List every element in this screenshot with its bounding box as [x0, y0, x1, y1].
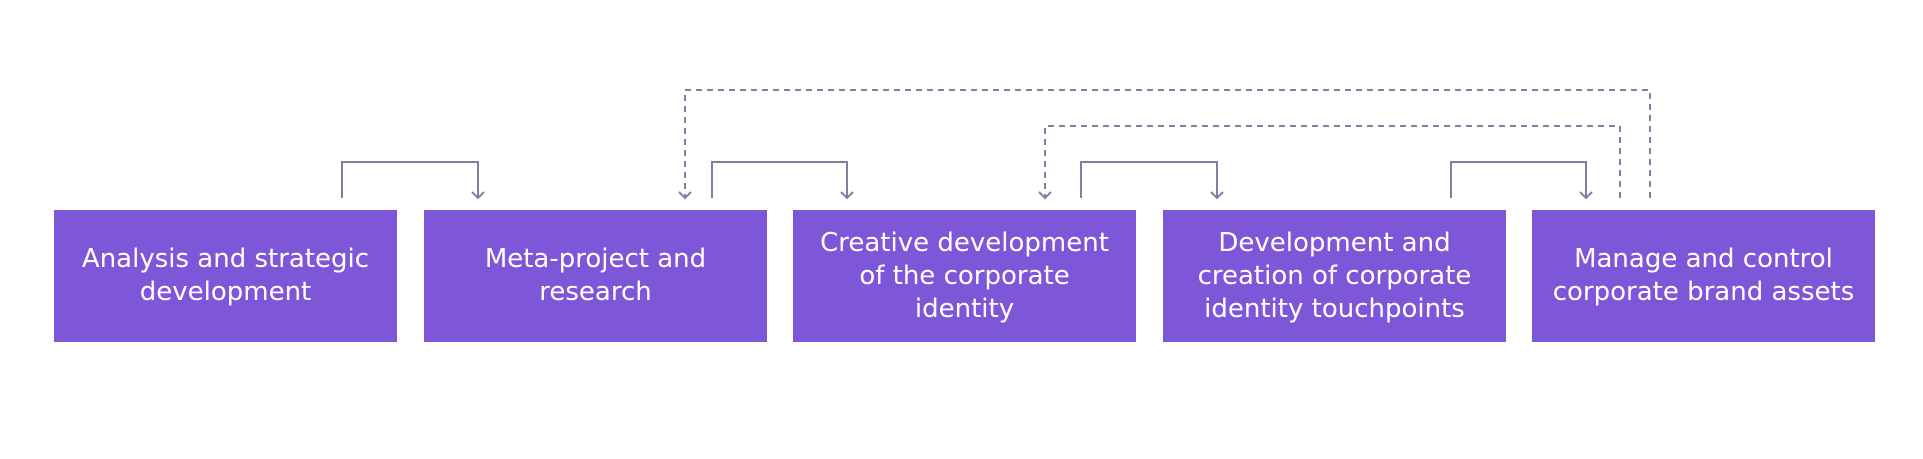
stage-box-brand-assets: Manage and control corporate brand asset… [1532, 210, 1875, 342]
stage-label: Development and creation of corporate id… [1197, 227, 1472, 324]
connector-3-to-4 [1080, 161, 1224, 200]
stage-box-analysis: Analysis and strategic development [54, 210, 397, 342]
stage-box-touchpoints: Development and creation of corporate id… [1163, 210, 1506, 342]
stage-box-meta-project: Meta-project and research [424, 210, 767, 342]
stage-label: Manage and control corporate brand asset… [1552, 244, 1855, 307]
connector-1-to-2 [341, 161, 485, 200]
feedback-connector-5-to-3 [1038, 125, 1621, 200]
feedback-connector-5-to-2 [678, 89, 1651, 200]
stage-label: Analysis and strategic development [81, 244, 370, 307]
stage-box-creative-development: Creative development of the corporate id… [793, 210, 1136, 342]
connector-4-to-5 [1450, 161, 1593, 200]
connector-2-to-3 [711, 161, 854, 200]
stage-label: Creative development of the corporate id… [820, 227, 1109, 324]
stage-label: Meta-project and research [484, 244, 707, 307]
